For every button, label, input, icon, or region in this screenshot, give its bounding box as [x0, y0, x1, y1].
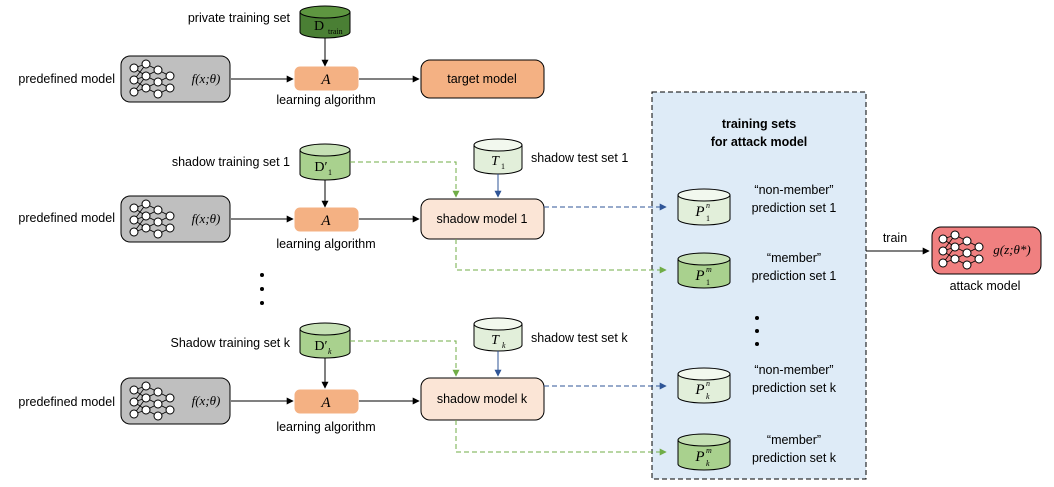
shadow-model-1-box: shadow model 1 — [420, 198, 545, 240]
ellipsis-dots-left — [260, 273, 264, 305]
target-model-box: target model — [420, 59, 545, 99]
test-set-k-symbol: T — [491, 333, 500, 348]
shadow-test-set-1-label: shadow test set 1 — [531, 151, 628, 165]
arrow-shadowmodel1-to-member1 — [455, 239, 667, 274]
model-formula-2: f(x;θ) — [192, 211, 221, 226]
pred-set-2-label-line1: “non-member” — [754, 363, 833, 377]
arrow-shadowsetk-to-shadowmodelk — [350, 340, 460, 377]
pred-set-3-sup: m — [706, 446, 712, 455]
pred-set-2-symbol: P — [694, 382, 704, 398]
arrow-shadowset1-to-shadowmodel1 — [350, 161, 460, 198]
pred-set-0-symbol: P — [694, 204, 704, 220]
arrow-shadowmodelk-to-memberk — [455, 420, 667, 456]
pred-set-1-sub: 1 — [706, 278, 710, 287]
learning-algorithm-box-3: A — [294, 389, 359, 414]
shadow-test-set-k-cylinder: T k — [473, 317, 523, 352]
shadow-set-k-symbol: D′ — [314, 339, 327, 354]
shadow-test-set-1-cylinder: T 1 — [473, 138, 523, 175]
learning-algorithm-label-1: learning algorithm — [276, 93, 375, 107]
attack-model-box: g(z;θ*) — [931, 226, 1042, 275]
algo-symbol-2: A — [320, 213, 331, 229]
attack-model-label: attack model — [950, 279, 1021, 293]
pred-set-3-label-line2: prediction set k — [752, 451, 837, 465]
member-prediction-set-k: P m k — [677, 433, 731, 471]
test-set-k-subscript: k — [502, 341, 506, 350]
shadow-training-set-1-cylinder: D′ 1 — [299, 143, 351, 181]
predefined-model-box-2: f(x;θ) — [120, 195, 231, 243]
nonmember-prediction-set-1: P n 1 — [677, 188, 731, 226]
pred-set-1-label-line2: prediction set 1 — [752, 269, 837, 283]
shadow-training-set-k-label: Shadow training set k — [170, 336, 290, 350]
pred-set-3-label-line1: “member” — [767, 433, 821, 447]
pred-set-1-symbol: P — [694, 268, 704, 284]
pred-set-2-label-line2: prediction set k — [752, 381, 837, 395]
algo-symbol-1: A — [320, 72, 331, 88]
shadow-test-set-k-label: shadow test set k — [531, 331, 628, 345]
train-label: train — [883, 231, 907, 245]
pred-set-0-label-line2: prediction set 1 — [752, 201, 837, 215]
shadow-set-1-subscript: 1 — [328, 168, 332, 177]
panel-title-line1: training sets — [722, 117, 796, 131]
predefined-model-label-2: predefined model — [18, 211, 115, 225]
learning-algorithm-label-2: learning algorithm — [276, 237, 375, 251]
attack-model-formula: g(z;θ*) — [993, 242, 1030, 257]
model-formula-3: f(x;θ) — [192, 393, 221, 408]
pred-set-2-sup: n — [706, 379, 710, 388]
predefined-model-box-1: f(x;θ) — [120, 55, 231, 103]
private-training-set-cylinder: D train — [299, 5, 351, 39]
learning-algorithm-box-2: A — [294, 207, 359, 232]
test-set-1-symbol: T — [491, 154, 500, 169]
shadow-training-set-1-label: shadow training set 1 — [172, 155, 290, 169]
pred-set-0-sub: 1 — [706, 214, 710, 223]
panel-title-line2: for attack model — [711, 135, 808, 149]
shadow-set-1-symbol: D′ — [314, 160, 327, 175]
learning-algorithm-label-3: learning algorithm — [276, 420, 375, 434]
shadow-training-set-k-cylinder: D′ k — [299, 322, 351, 359]
pred-set-1-label-line1: “member” — [767, 251, 821, 265]
private-training-set-label: private training set — [188, 11, 291, 25]
pred-set-1-sup: m — [706, 265, 712, 274]
nonmember-prediction-set-k: P n k — [677, 367, 731, 404]
pred-set-3-symbol: P — [694, 449, 704, 465]
pred-set-0-label-line1: “non-member” — [754, 183, 833, 197]
learning-algorithm-box-1: A — [294, 66, 359, 91]
algo-symbol-3: A — [320, 395, 331, 411]
shadow-set-k-subscript: k — [328, 347, 332, 356]
shadow-model-1-label: shadow model 1 — [436, 212, 527, 226]
shadow-model-k-label: shadow model k — [437, 392, 528, 406]
predefined-model-label-1: predefined model — [18, 72, 115, 86]
member-prediction-set-1: P m 1 — [677, 252, 731, 289]
private-set-symbol: D — [314, 19, 324, 34]
test-set-1-subscript: 1 — [501, 162, 505, 171]
model-formula-1: f(x;θ) — [192, 71, 221, 86]
predefined-model-label-3: predefined model — [18, 395, 115, 409]
predefined-model-box-3: f(x;θ) — [120, 377, 231, 425]
private-set-subscript: train — [328, 27, 343, 36]
ellipsis-dots-panel — [755, 316, 759, 346]
target-model-label: target model — [447, 72, 516, 86]
shadow-model-k-box: shadow model k — [420, 377, 545, 421]
pred-set-0-sup: n — [706, 201, 710, 210]
pred-set-3-sub: k — [706, 459, 710, 468]
pred-set-2-sub: k — [706, 392, 710, 401]
